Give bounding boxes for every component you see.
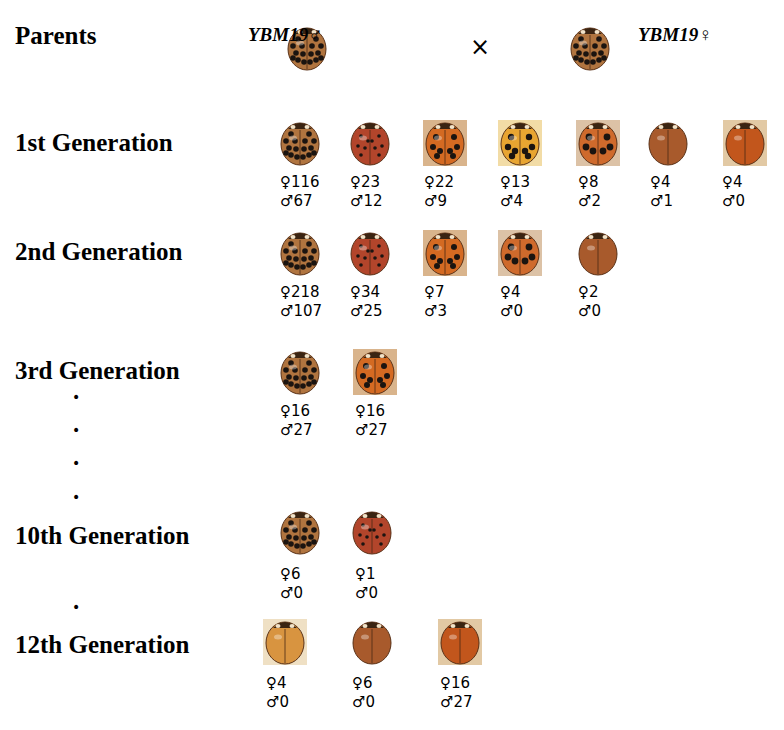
ladybird: [281, 233, 319, 275]
ladybird: [281, 123, 319, 165]
ladybird: [353, 349, 397, 395]
male-count: ♂0: [266, 694, 289, 711]
male-count: ♂27: [355, 422, 388, 439]
female-count: ♀4: [500, 284, 521, 301]
male-count: ♂9: [424, 193, 447, 210]
male-count: ♂0: [352, 694, 375, 711]
female-count: ♀4: [722, 174, 743, 191]
male-count: ♂67: [280, 193, 313, 210]
male-count: ♂0: [355, 585, 378, 602]
female-count: ♀16: [280, 403, 310, 420]
strain-label: YBM19♀: [638, 25, 712, 46]
ladybird: [571, 28, 609, 70]
male-count: ♂0: [280, 585, 303, 602]
female-count: ♀13: [500, 174, 530, 191]
ladybird: [576, 120, 620, 166]
generation-label: 3rd Generation: [15, 357, 180, 385]
ladybird: [263, 619, 307, 665]
generation-label: 10th Generation: [15, 522, 189, 550]
ellipsis-dot: •: [72, 423, 80, 438]
generation-label: 1st Generation: [15, 129, 173, 157]
male-count: ♂25: [350, 303, 383, 320]
ladybird: [423, 120, 467, 166]
female-count: ♀6: [280, 566, 301, 583]
ellipsis-dot: •: [72, 600, 80, 615]
female-count: ♀6: [352, 675, 373, 692]
female-count: ♀34: [350, 284, 380, 301]
male-count: ♂27: [440, 694, 473, 711]
row-heading: Parents: [15, 22, 96, 50]
female-count: ♀218: [280, 284, 320, 301]
male-count: ♂27: [280, 422, 313, 439]
female-count: ♀2: [578, 284, 599, 301]
female-count: ♀4: [650, 174, 671, 191]
ladybird: [579, 233, 617, 275]
male-count: ♂0: [500, 303, 523, 320]
male-count: ♂3: [424, 303, 447, 320]
ladybird: [723, 120, 767, 166]
male-count: ♂12: [350, 193, 383, 210]
ladybird: [649, 123, 687, 165]
female-count: ♀1: [355, 566, 376, 583]
ellipsis-dot: •: [72, 490, 80, 505]
generation-label: 2nd Generation: [15, 238, 182, 266]
cross-symbol: ×: [470, 34, 490, 60]
female-count: ♀23: [350, 174, 380, 191]
male-count: ♂2: [578, 193, 601, 210]
generation-label: 12th Generation: [15, 631, 189, 659]
ellipsis-dot: •: [72, 390, 80, 405]
ladybird: [438, 619, 482, 665]
male-count: ♂4: [500, 193, 523, 210]
ladybird: [351, 123, 389, 165]
ellipsis-dot: •: [72, 456, 80, 471]
female-count: ♀4: [266, 675, 287, 692]
female-count: ♀16: [355, 403, 385, 420]
ladybird: [423, 230, 467, 276]
male-count: ♂1: [650, 193, 673, 210]
ladybird: [353, 512, 391, 554]
female-count: ♀22: [424, 174, 454, 191]
female-count: ♀7: [424, 284, 445, 301]
female-count: ♀8: [578, 174, 599, 191]
ladybird: [353, 622, 391, 664]
male-count: ♂0: [578, 303, 601, 320]
ladybird: [498, 230, 542, 276]
strain-label: YBM19♂: [248, 25, 322, 46]
male-count: ♂0: [722, 193, 745, 210]
ladybird: [281, 512, 319, 554]
female-count: ♀116: [280, 174, 320, 191]
male-count: ♂107: [280, 303, 322, 320]
ladybird: [281, 352, 319, 394]
ladybird: [351, 233, 389, 275]
female-count: ♀16: [440, 675, 470, 692]
ladybird: [498, 120, 542, 166]
